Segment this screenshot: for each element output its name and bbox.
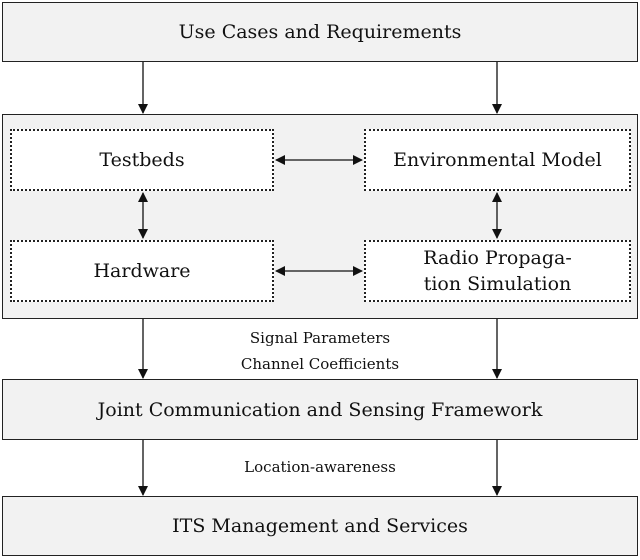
testbeds-box: Testbeds	[10, 129, 274, 191]
its-services-box: ITS Management and Services	[2, 496, 638, 556]
hardware-box: Hardware	[10, 240, 274, 302]
environmental-model-box: Environmental Model	[364, 129, 631, 191]
jcs-framework-label: Joint Communication and Sensing Framewor…	[97, 398, 543, 421]
hardware-label: Hardware	[93, 260, 191, 282]
its-services-label: ITS Management and Services	[172, 515, 468, 537]
environmental-model-label: Environmental Model	[393, 149, 602, 171]
jcs-framework-box: Joint Communication and Sensing Framewor…	[2, 379, 638, 440]
testbeds-label: Testbeds	[99, 149, 185, 171]
location-awareness-label: Location-awareness	[244, 458, 396, 476]
radio-propagation-box: Radio Propaga- tion Simulation	[364, 240, 631, 302]
signal-parameters-label: Signal Parameters	[249, 329, 391, 347]
use-cases-label: Use Cases and Requirements	[178, 21, 462, 43]
radio-propagation-label-line2: tion Simulation	[423, 273, 572, 295]
radio-propagation-label-line1: Radio Propaga-	[423, 247, 572, 269]
use-cases-box: Use Cases and Requirements	[2, 2, 638, 62]
channel-coefficients-label: Channel Coefficients	[240, 355, 400, 373]
